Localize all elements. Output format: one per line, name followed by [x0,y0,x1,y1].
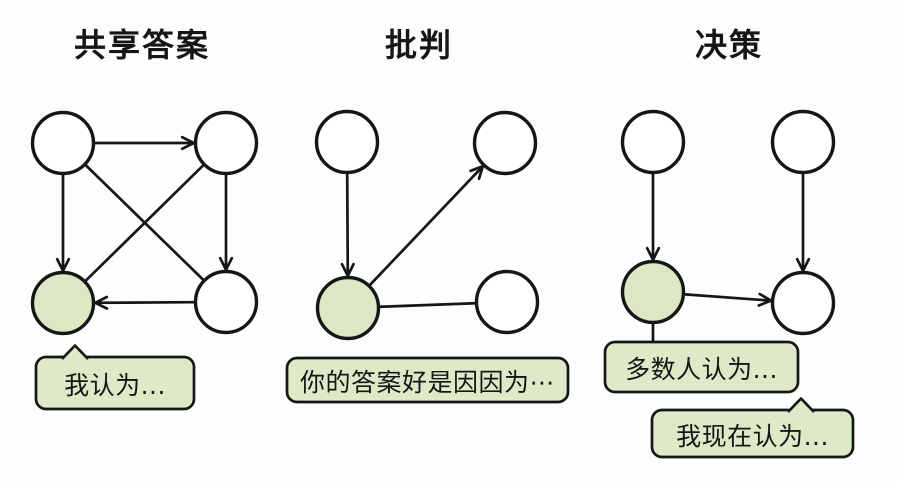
agent-node [193,110,259,176]
arrowhead-icon [645,246,661,262]
speech-bubble-tail [61,344,89,360]
speech-bubble-text-majority-thinks: 多数人认为... [625,355,778,384]
speech-bubble-text-i-think: 我认为... [64,371,166,400]
message-edge-line [84,164,205,282]
agent-node-highlighted [30,270,96,336]
message-edge-arrow [93,300,196,305]
message-edge-arrow [345,172,350,278]
agent-node [620,109,686,175]
arrowhead-icon [795,257,811,273]
message-edge-arrow [683,293,773,302]
panel-decision [603,109,855,459]
panel-critique [285,109,570,404]
agent-node [474,269,540,335]
agent-node-highlighted [315,275,381,341]
agent-node [472,110,538,176]
panel-title-share-answers: 共享答案 [73,26,211,64]
speech-bubble [650,408,855,459]
agent-node-highlighted [620,259,686,325]
panel-title-decision: 决策 [694,26,764,64]
arrowhead-icon [218,256,234,272]
panel-share-answers [30,110,259,411]
speech-bubble [603,340,800,394]
speech-bubble-text-i-now-think: 我现在认为... [676,421,829,451]
arrowhead-icon [340,262,355,278]
agent-node [30,110,96,176]
arrowhead-icon [93,295,109,310]
speech-bubble [285,356,570,404]
speech-bubble [34,355,196,411]
message-edge-line [378,301,477,309]
panel-title-critique: 批判 [384,26,454,64]
speech-bubble-tail [787,397,815,413]
agent-node [314,109,380,175]
agent-node [193,269,259,335]
message-edge-arrow [368,164,485,287]
arrowhead-icon [55,257,71,273]
agent-node [770,270,836,336]
speech-bubble-text-your-answer-good-because: 你的答案好是因因为⋯ [299,368,556,397]
agent-node [770,109,836,175]
